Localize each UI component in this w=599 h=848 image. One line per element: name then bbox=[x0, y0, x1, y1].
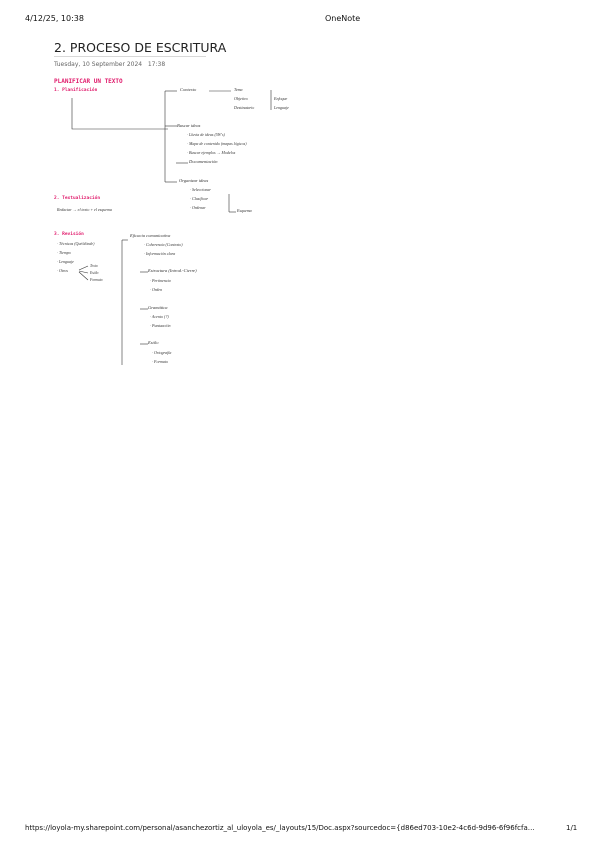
note-estructura: Estructura (Introd.-Cierre) bbox=[148, 268, 197, 273]
note-buscar-ideas: Buscar ideas bbox=[177, 123, 201, 128]
note-tema: Tema bbox=[234, 87, 243, 92]
main-heading: PLANIFICAR UN TEXTO bbox=[54, 78, 123, 85]
note-redactar: Redactar → el texto + el esquema bbox=[57, 207, 112, 212]
note-clasificar: · Clasificar bbox=[190, 196, 209, 201]
print-datetime: 4/12/25, 10:38 bbox=[25, 14, 84, 23]
note-seleccionar: · Seleccionar bbox=[190, 187, 211, 192]
heading-textualizacion: 2. Textualización bbox=[54, 196, 101, 201]
note-ordenar: · Ordenar bbox=[190, 205, 206, 210]
title-divider bbox=[54, 56, 206, 57]
note-esquema: Esquema bbox=[237, 208, 252, 213]
note-objetivo: Objetivo bbox=[234, 96, 248, 101]
page-time: 17:38 bbox=[147, 61, 166, 68]
note-mapa-contenido: · Mapa de contenido (mapas lógicos) bbox=[187, 141, 247, 146]
print-app-name: OneNote bbox=[325, 14, 361, 23]
note-otros-texto: Texto bbox=[90, 264, 98, 268]
page-title: 2. PROCESO DE ESCRITURA bbox=[54, 40, 227, 55]
note-otros-formato: Formato bbox=[90, 278, 103, 282]
note-eficacia: Eficacia comunicativa bbox=[130, 233, 171, 238]
note-puntuacion: · Puntuación bbox=[150, 323, 171, 328]
note-orden: · Orden bbox=[150, 287, 163, 292]
heading-planificacion: 1. Planificación bbox=[54, 88, 98, 93]
note-lluvia-ideas: · Lluvia de ideas (5W's) bbox=[187, 132, 225, 137]
print-url: https://loyola-my.sharepoint.com/persona… bbox=[25, 824, 535, 832]
note-gramatica: Gramática bbox=[148, 305, 168, 310]
note-contexto: Contexto bbox=[180, 87, 197, 92]
note-pertinencia: · Pertinencia bbox=[150, 278, 171, 283]
note-otros: · Otros bbox=[57, 268, 68, 273]
note-documentacion: Documentación bbox=[189, 159, 218, 164]
note-acento: · Acento (?) bbox=[150, 314, 169, 319]
page-datetime: Tuesday, 10 September 2024 17:38 bbox=[54, 61, 165, 68]
note-tiempo: · Tiempo bbox=[57, 250, 71, 255]
note-destinatario: Destinatario bbox=[234, 105, 255, 110]
heading-revision: 3. Revisión bbox=[54, 232, 84, 237]
note-lenguaje: Lenguaje bbox=[274, 105, 289, 110]
page-date: Tuesday, 10 September 2024 bbox=[54, 61, 143, 68]
note-otros-estilo: Estilo bbox=[90, 271, 99, 275]
note-ortografia: · Ortografía bbox=[152, 350, 172, 355]
note-buscar-ejemplos: · Buscar ejemplos → Modelos bbox=[187, 150, 236, 155]
note-coherencia: · Coherencia (Contexto) bbox=[144, 242, 183, 247]
note-estilo: Estilo bbox=[148, 340, 159, 345]
print-page-number: 1/1 bbox=[566, 824, 578, 832]
note-tecnicas: · Técnicas (Qué/dónde) bbox=[57, 241, 95, 246]
note-organizar-ideas: Organizar ideas bbox=[179, 178, 209, 183]
note-formato: · Formato bbox=[152, 359, 168, 364]
note-lenguaje-revision: · Lenguaje bbox=[57, 259, 74, 264]
note-enfoque: Enfoque bbox=[274, 96, 288, 101]
note-info-clara: · Información clara bbox=[144, 251, 176, 256]
